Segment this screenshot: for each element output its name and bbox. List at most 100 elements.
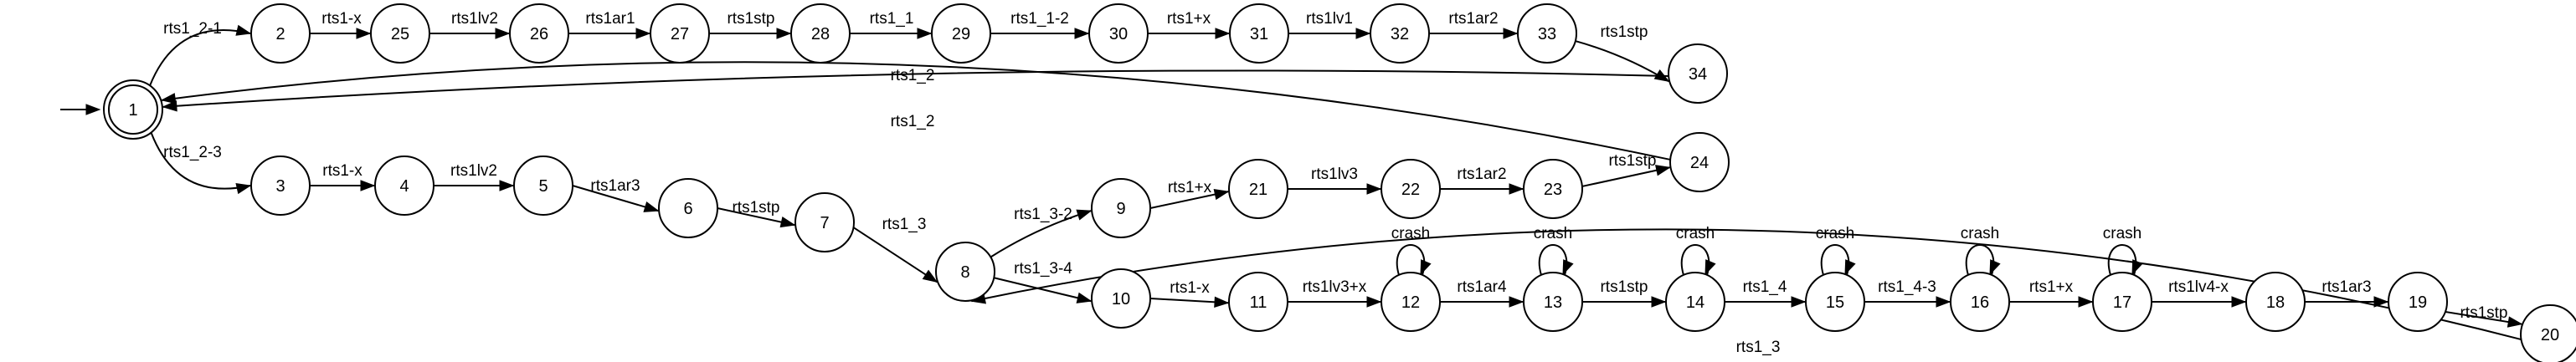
- state-5: 5: [513, 156, 573, 216]
- transition-4-5-label: rts1lv2: [450, 162, 497, 180]
- transition-17-18-arrowhead: [2231, 296, 2247, 308]
- state-20-circle: [2520, 304, 2576, 362]
- state-18-label: 18: [2266, 293, 2285, 312]
- transition-22-23-label: rts1ar2: [1457, 166, 1506, 183]
- transition-14-15-label: rts1_4: [1743, 278, 1787, 296]
- state-21-circle: [1228, 159, 1288, 219]
- state-23-circle: [1523, 159, 1583, 219]
- transition-13-13-arrowhead: [1562, 259, 1574, 276]
- state-7-label: 7: [820, 214, 829, 232]
- transition-13-13-label: crash: [1534, 225, 1572, 242]
- transition-3-4-label: rts1-x: [322, 162, 362, 180]
- transition-9-21-label: rts1+x: [1168, 179, 1212, 196]
- transition-30-31-label: rts1+x: [1167, 10, 1211, 28]
- transition-31-32-label: rts1lv1: [1306, 10, 1353, 28]
- state-1-label: 1: [128, 101, 137, 120]
- state-5-circle: [513, 156, 573, 216]
- state-18: 18: [2245, 272, 2306, 332]
- transition-16-16-arrowhead: [1989, 259, 2001, 276]
- state-9: 9: [1091, 178, 1151, 238]
- transition-12-13-label: rts1ar4: [1457, 278, 1507, 296]
- transition-2-25-label: rts1-x: [321, 10, 362, 28]
- transition-5-6-label: rts1ar3: [590, 177, 640, 195]
- state-26-circle: [509, 3, 569, 64]
- state-24: 24: [1669, 132, 1730, 192]
- state-12-label: 12: [1401, 293, 1420, 312]
- transition-25-26-label: rts1lv2: [451, 10, 498, 28]
- state-26-label: 26: [530, 25, 548, 43]
- state-31-circle: [1229, 3, 1289, 64]
- state-21: 21: [1228, 159, 1288, 219]
- state-5-label: 5: [538, 177, 548, 196]
- transition-13-14-label: rts1stp: [1600, 278, 1648, 296]
- state-13-label: 13: [1544, 293, 1562, 312]
- state-25: 25: [370, 3, 430, 64]
- state-13-circle: [1523, 272, 1583, 332]
- transition-30-31-arrowhead: [1215, 28, 1231, 39]
- state-30: 30: [1088, 3, 1149, 64]
- transition-12-12-arrowhead: [1420, 259, 1432, 276]
- transition-20-8-label: rts1_3: [1736, 339, 1781, 356]
- transition-15-15-arrowhead: [1844, 259, 1856, 276]
- state-15: 15: [1805, 272, 1865, 332]
- state-1-accepting-ring: [108, 84, 158, 135]
- state-20: 20: [2520, 304, 2576, 362]
- state-25-label: 25: [391, 25, 409, 43]
- state-11-circle: [1228, 272, 1288, 332]
- state-28-label: 28: [811, 25, 830, 43]
- state-16-circle: [1950, 272, 2010, 332]
- state-22: 22: [1381, 159, 1441, 219]
- transition-26-27-label: rts1ar1: [585, 10, 635, 28]
- transition-13-13-path: [1538, 244, 1568, 276]
- transition-11-12-arrowhead: [1366, 296, 1382, 308]
- state-32-label: 32: [1391, 25, 1409, 43]
- transition-12-13-arrowhead: [1509, 296, 1525, 308]
- transition-6-7-arrowhead: [779, 217, 796, 228]
- initial-arrowhead: [85, 104, 101, 115]
- state-23: 23: [1523, 159, 1583, 219]
- transition-8-10-arrowhead: [1076, 292, 1093, 303]
- transition-15-16-label: rts1_4-3: [1878, 278, 1936, 296]
- state-21-label: 21: [1249, 181, 1267, 199]
- state-4-label: 4: [399, 177, 409, 196]
- transition-26-27-arrowhead: [635, 28, 651, 39]
- transition-4-5-arrowhead: [499, 180, 515, 191]
- transition-9-21-arrowhead: [1213, 189, 1230, 201]
- transition-27-28-label: rts1stp: [727, 10, 774, 28]
- state-22-label: 22: [1401, 181, 1420, 199]
- state-27: 27: [650, 3, 710, 64]
- transition-7-8-arrowhead: [922, 269, 938, 283]
- transition-8-10-label: rts1_3-4: [1014, 260, 1072, 278]
- transition-34-1-path: [162, 69, 1669, 108]
- transition-23-24-label: rts1stp: [1608, 152, 1656, 170]
- state-9-circle: [1091, 178, 1151, 238]
- transition-15-15-path: [1820, 244, 1850, 276]
- state-3-circle: [250, 156, 311, 216]
- transition-1-2-arrowhead: [235, 24, 252, 36]
- state-2-circle: [250, 3, 311, 64]
- transition-8-9-arrowhead: [1076, 209, 1093, 221]
- transition-16-16-label: crash: [1961, 225, 1999, 242]
- state-2-label: 2: [275, 25, 285, 43]
- state-15-label: 15: [1826, 293, 1844, 312]
- transition-12-12-path: [1396, 244, 1426, 276]
- state-28: 28: [790, 3, 851, 64]
- transition-21-22-arrowhead: [1366, 183, 1382, 195]
- transition-7-8-path: [852, 227, 938, 283]
- transition-18-19-label: rts1ar3: [2321, 278, 2371, 296]
- state-29: 29: [931, 3, 991, 64]
- state-3-label: 3: [275, 177, 285, 196]
- state-22-circle: [1381, 159, 1441, 219]
- transition-28-29-arrowhead: [917, 28, 933, 39]
- state-14-circle: [1665, 272, 1725, 332]
- transition-5-6-arrowhead: [643, 201, 660, 212]
- transition-24-1-arrowhead: [160, 93, 177, 105]
- transition-14-14-path: [1680, 244, 1710, 276]
- state-30-label: 30: [1109, 25, 1128, 43]
- transition-14-15-arrowhead: [1791, 296, 1807, 308]
- state-34-circle: [1668, 43, 1728, 104]
- transition-33-34-label: rts1stp: [1600, 23, 1648, 41]
- transition-17-18-label: rts1lv4-x: [2168, 278, 2229, 296]
- state-29-circle: [931, 3, 991, 64]
- state-11: 11: [1228, 272, 1288, 332]
